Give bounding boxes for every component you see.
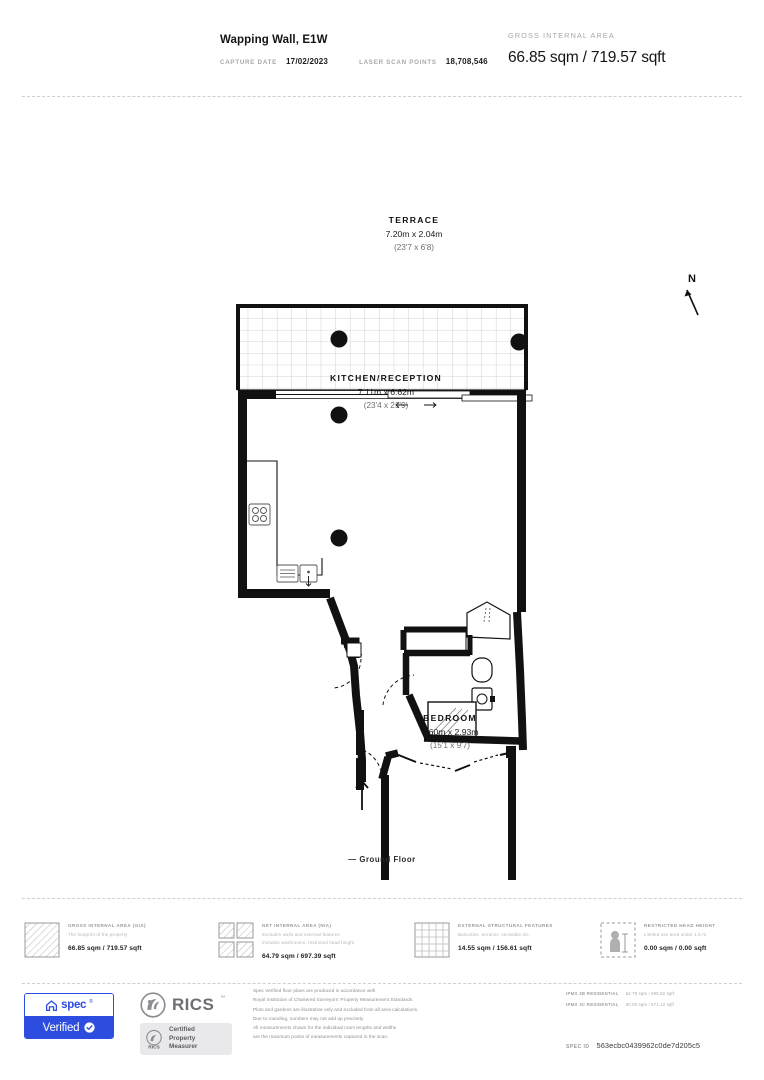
floor-plan-drawing: N xyxy=(0,110,764,915)
legend-divider xyxy=(22,898,742,899)
plan-vector: TERRACE 7.20m x 2.04m (23'7 x 6'8) KITCH… xyxy=(236,215,533,915)
disclaimer-line: All measurements shown for the individua… xyxy=(253,1025,397,1031)
legend-desc: Excludes walls and external features xyxy=(262,931,340,937)
rics-primary-row: RICS ™ xyxy=(140,992,232,1018)
capture-date-label: CAPTURE DATE xyxy=(220,59,278,66)
rics-logo-block: RICS ™ RICS Certified Property Measurer xyxy=(140,992,232,1055)
spec-verified-badge: spec ® Verified xyxy=(24,993,114,1039)
disclaimer-line: are the maximum points of measurements c… xyxy=(253,1034,389,1040)
spec-id-value: 563ecbc0439962c0de7d205c5 xyxy=(596,1041,701,1050)
room-label-kitchen-imp: (23'4 x 21'9) xyxy=(364,401,409,410)
ipms-value: 60.00 sqm / 671.12 sqft xyxy=(625,1002,675,1007)
legend-item-restricted-head-height: RESTRICTED HEAD HEIGHT Limited use area … xyxy=(600,922,716,958)
page-title: Wapping Wall, E1W xyxy=(220,34,328,46)
legend-item-nia: NET INTERNAL AREA (NIA) Excludes walls a… xyxy=(218,922,354,960)
ipms-value: 62.76 sqm / 695.62 sqft xyxy=(625,991,675,996)
room-label-terrace-name: TERRACE xyxy=(389,215,440,225)
room-label-terrace-imp: (23'7 x 6'8) xyxy=(394,243,434,252)
rics-trademark: ™ xyxy=(220,995,226,1001)
spec-logo-row: spec ® xyxy=(25,994,113,1016)
capture-date-value: 17/02/2023 xyxy=(286,57,329,66)
ipms-row: IPMS 3B RESIDENTIAL 62.76 sqm / 695.62 s… xyxy=(566,991,674,996)
rics-cert-line-3: Measurer xyxy=(169,1043,198,1051)
rics-cert-badge-label: RICS xyxy=(148,1044,160,1049)
legend-value: 14.55 sqm / 156.61 sqft xyxy=(458,944,532,952)
gia-label: GROSS INTERNAL AREA xyxy=(508,31,615,40)
document-header: Wapping Wall, E1W CAPTURE DATE 17/02/202… xyxy=(0,0,764,96)
legend-value: 66.85 sqm / 719.57 sqft xyxy=(68,944,142,952)
gia-value: 66.85 sqm / 719.57 sqft xyxy=(508,49,666,66)
legend-title: GROSS INTERNAL AREA (GIA) xyxy=(68,923,146,928)
laser-points-label: LASER SCAN POINTS xyxy=(359,59,437,66)
verified-row: Verified xyxy=(25,1016,113,1038)
laser-points-value: 18,708,546 xyxy=(445,57,488,66)
spec-house-icon xyxy=(46,999,58,1011)
rics-cert-text: Certified Property Measurer xyxy=(169,1026,197,1052)
verified-label: Verified xyxy=(42,1021,80,1034)
restricted-head-height-swatch-icon xyxy=(600,922,636,958)
ipms-row: IPMS 3C RESIDENTIAL 60.00 sqm / 671.12 s… xyxy=(566,1002,674,1007)
legend-value: 64.79 sqm / 697.39 sqft xyxy=(262,953,336,961)
capture-meta: CAPTURE DATE 17/02/2023 LASER SCAN POINT… xyxy=(220,57,488,66)
ipms-area-block: IPMS 3B RESIDENTIAL 62.76 sqm / 695.62 s… xyxy=(566,991,674,1013)
room-label-bedroom-imp: (15'1 x 9'7) xyxy=(430,741,470,750)
legend-desc: Limited use area under 1.5 m xyxy=(644,931,707,937)
document-footer: spec ® Verified RICS ™ xyxy=(0,988,764,1080)
svg-text:N: N xyxy=(688,273,696,285)
header-divider xyxy=(22,96,742,97)
floor-caption: — Ground Floor xyxy=(348,855,416,864)
room-label-bedroom-dim: 4.60m x 2.93m xyxy=(422,727,479,737)
legend-item-gia: GROSS INTERNAL AREA (GIA) The footprint … xyxy=(24,922,146,958)
room-label-terrace-dim: 7.20m x 2.04m xyxy=(386,229,443,239)
legend-desc: Balconies, terraces, verandas etc. xyxy=(458,931,531,937)
legend-desc: The footprint of the property xyxy=(68,931,128,937)
spec-wordmark: spec xyxy=(61,999,87,1011)
room-label-bedroom-name: BEDROOM xyxy=(423,713,477,723)
nia-swatch-icon xyxy=(218,922,254,958)
area-legend: GROSS INTERNAL AREA (GIA) The footprint … xyxy=(0,912,764,980)
gross-internal-area-block: GROSS INTERNAL AREA 66.85 sqm / 719.57 s… xyxy=(508,31,666,67)
legend-title: RESTRICTED HEAD HEIGHT xyxy=(644,923,716,928)
legend-desc-2: Includes washrooms, restricted head heig… xyxy=(262,940,355,946)
rics-cert-line-1: Certified xyxy=(169,1026,195,1033)
spec-trademark: ® xyxy=(89,999,93,1005)
legend-title: NET INTERNAL AREA (NIA) xyxy=(262,923,332,928)
disclaimer-text: Spec Verified floor plans are produced i… xyxy=(253,988,419,1045)
legend-title: EXTERNAL STRUCTURAL FEATURES xyxy=(458,923,553,928)
property-info: Wapping Wall, E1W CAPTURE DATE 17/02/202… xyxy=(220,34,488,66)
ipms-key: IPMS 3C RESIDENTIAL xyxy=(566,1002,619,1007)
footer-divider xyxy=(22,983,742,984)
spec-id-label: SPEC ID xyxy=(566,1044,590,1050)
spec-id-block: SPEC ID 563ecbc0439962c0de7d205c5 xyxy=(566,1041,700,1050)
ipms-key: IPMS 3B RESIDENTIAL xyxy=(566,991,619,996)
rics-wordmark: RICS xyxy=(172,995,215,1014)
rics-certified-measurer-badge: RICS Certified Property Measurer xyxy=(140,1023,232,1055)
room-label-kitchen-dim: 7.11m x 6.62m xyxy=(358,387,414,397)
rics-cert-line-2: Property xyxy=(169,1034,196,1042)
disclaimer-line: Due to rounding, numbers may not add up … xyxy=(253,1015,365,1021)
disclaimer-line: Plots and gardens are illustrative only … xyxy=(253,1006,419,1012)
rics-crest-icon xyxy=(140,992,166,1018)
external-features-swatch-icon xyxy=(414,922,450,958)
disclaimer-line: Spec Verified floor plans are produced i… xyxy=(253,988,376,993)
disclaimer-line: Royal Institution of Chartered Surveyors… xyxy=(253,997,414,1003)
check-circle-icon xyxy=(84,1022,96,1033)
north-arrow-icon: N xyxy=(684,273,699,316)
gia-swatch-icon xyxy=(24,922,60,958)
room-label-kitchen-name: KITCHEN/RECEPTION xyxy=(330,373,442,383)
legend-value: 0.00 sqm / 0.00 sqft xyxy=(644,944,707,952)
rics-cert-crest-icon: RICS xyxy=(146,1029,162,1050)
legend-item-external: EXTERNAL STRUCTURAL FEATURES Balconies, … xyxy=(414,922,553,958)
